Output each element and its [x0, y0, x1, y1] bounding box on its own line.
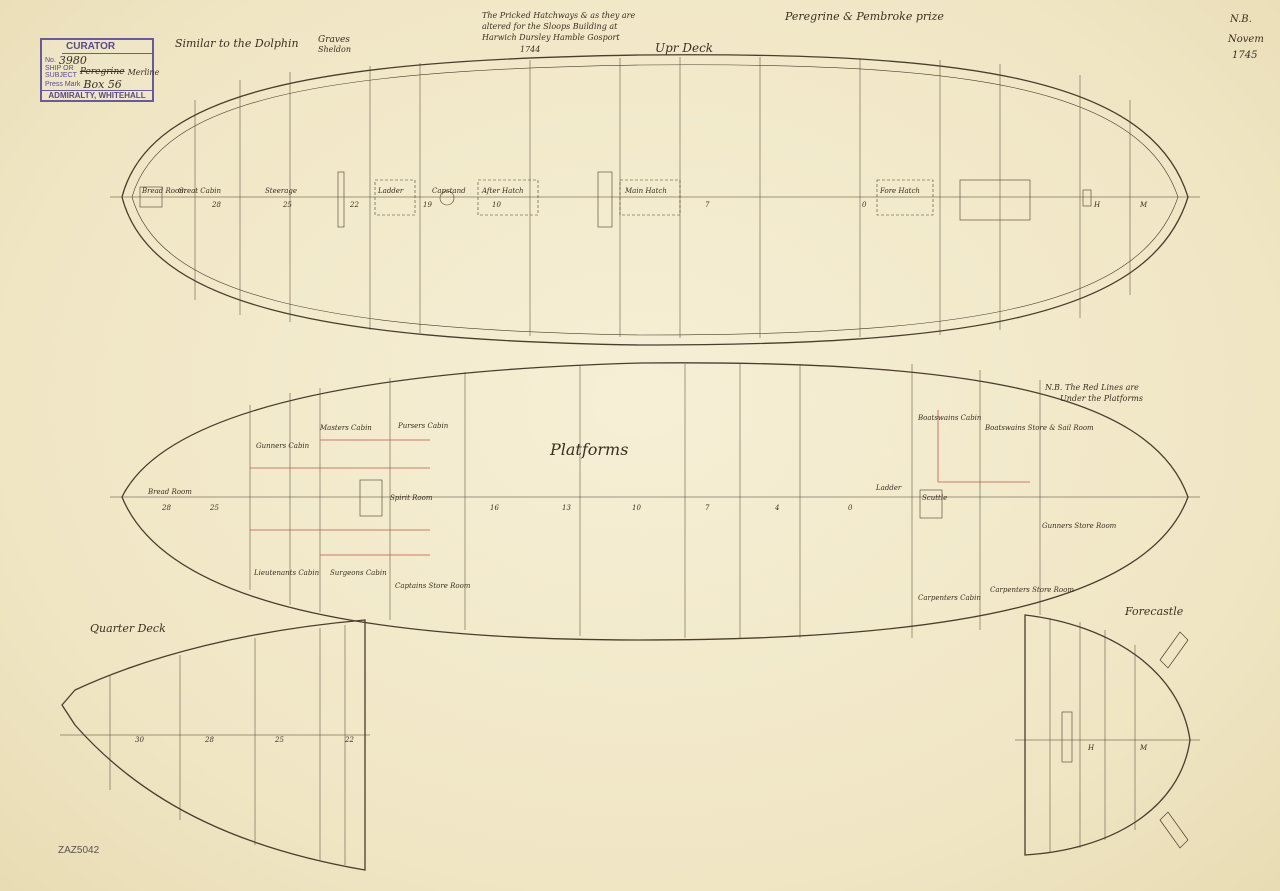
station-label: 22 — [344, 736, 354, 744]
station-label: 16 — [490, 504, 499, 512]
label-bread-room: Bread Room — [141, 187, 186, 195]
label-lieutenants-cabin: Lieutenants Cabin — [253, 569, 320, 577]
graves-note: Graves — [318, 35, 350, 45]
station-label: M — [1139, 744, 1148, 752]
station-label: 0 — [862, 201, 867, 209]
red-lines-note-2: Under the Platforms — [1060, 394, 1143, 403]
stamp-ship-label: SHIP OR SUBJECT — [45, 65, 77, 79]
upper-deck-plan — [110, 54, 1200, 346]
similar-note: Similar to the Dolphin — [175, 37, 299, 50]
stamp-footer: ADMIRALTY, WHITEHALL — [42, 90, 152, 100]
quarter-deck-title: Quarter Deck — [90, 622, 166, 635]
label-boatswains-cabin: Boatswains Cabin — [917, 414, 982, 422]
station-label: 30 — [135, 736, 144, 744]
stamp-ship-struck: Peregrine — [79, 67, 125, 77]
station-label: 10 — [492, 201, 501, 209]
label-bread-room: Bread Room — [147, 488, 192, 496]
station-label: 7 — [705, 504, 710, 512]
station-label: 7 — [705, 201, 710, 209]
station-label: 28 — [161, 504, 171, 512]
station-label: 25 — [209, 504, 219, 512]
label-capstand: Capstand — [432, 187, 466, 195]
catalog-reference: ZAZ5042 — [58, 845, 100, 856]
label-great-cabin: Great Cabin — [178, 187, 222, 195]
label-gunners-store-room: Gunners Store Room — [1042, 522, 1117, 530]
corner-note-1: N.B. — [1229, 14, 1252, 25]
station-label: 28 — [204, 736, 214, 744]
forecastle-plan — [1015, 614, 1200, 856]
label-scuttle: Scuttle — [922, 494, 947, 502]
stamp-press-label: Press Mark — [45, 80, 81, 88]
upper-deck-title: Upr Deck — [655, 41, 713, 55]
label-ladder: Ladder — [875, 484, 902, 492]
label-ladder: Ladder — [377, 187, 404, 195]
hatchway-note-3: Harwich Dursley Hamble Gosport — [481, 33, 620, 42]
stamp-ship-name: Merline — [127, 67, 160, 77]
station-label: 22 — [349, 201, 359, 209]
label-gunners-cabin: Gunners Cabin — [256, 442, 310, 450]
label-masters-cabin: Masters Cabin — [319, 424, 372, 432]
label-captains-store-room: Captains Store Room — [395, 582, 471, 590]
station-label: M — [1139, 201, 1148, 209]
label-boatswains-store-room: Boatswains Store & Sail Room — [984, 424, 1094, 432]
hatchway-note-2: altered for the Sloops Building at — [482, 22, 618, 31]
forecastle-title: Forecastle — [1124, 605, 1184, 618]
station-label: 13 — [562, 504, 571, 512]
station-label: 25 — [274, 736, 284, 744]
platforms-title: Platforms — [549, 440, 628, 459]
label-pursers-cabin: Pursers Cabin — [397, 422, 449, 430]
label-carpenters-store-room: Carpenters Store Room — [990, 586, 1074, 594]
station-label: 10 — [632, 504, 641, 512]
station-label: 19 — [423, 201, 432, 209]
platforms-plan — [110, 362, 1200, 641]
sheldon-note: Sheldon — [318, 45, 351, 54]
stamp-press-mark: Box 56 — [83, 77, 122, 91]
red-lines-note-1: N.B. The Red Lines are — [1044, 383, 1139, 392]
station-label: 4 — [774, 504, 779, 512]
label-after-hatch: After Hatch — [481, 187, 524, 195]
label-fore-hatch: Fore Hatch — [879, 187, 920, 195]
label-surgeons-cabin: Surgeons Cabin — [330, 569, 387, 577]
stamp-header: CURATOR — [62, 40, 152, 54]
label-steerage: Steerage — [265, 187, 297, 195]
station-label: H — [1093, 201, 1101, 209]
corner-note-3: 1745 — [1232, 50, 1257, 61]
drawing-title: Peregrine & Pembroke prize — [784, 10, 944, 23]
stamp-number: 3980 — [58, 53, 87, 67]
station-label: 28 — [211, 201, 221, 209]
label-spirit-room: Spirit Room — [390, 494, 433, 502]
stamp-number-label: No. — [45, 56, 56, 64]
quarter-deck-plan — [60, 619, 370, 871]
hatchway-note-year: 1744 — [520, 45, 540, 54]
station-label: H — [1087, 744, 1095, 752]
hatchway-note-1: The Pricked Hatchways & as they are — [482, 11, 635, 20]
station-label: 25 — [282, 201, 292, 209]
label-main-hatch: Main Hatch — [624, 187, 667, 195]
label-carpenters-cabin: Carpenters Cabin — [918, 594, 981, 602]
station-label: 0 — [848, 504, 853, 512]
corner-note-2: Novem — [1227, 34, 1264, 45]
